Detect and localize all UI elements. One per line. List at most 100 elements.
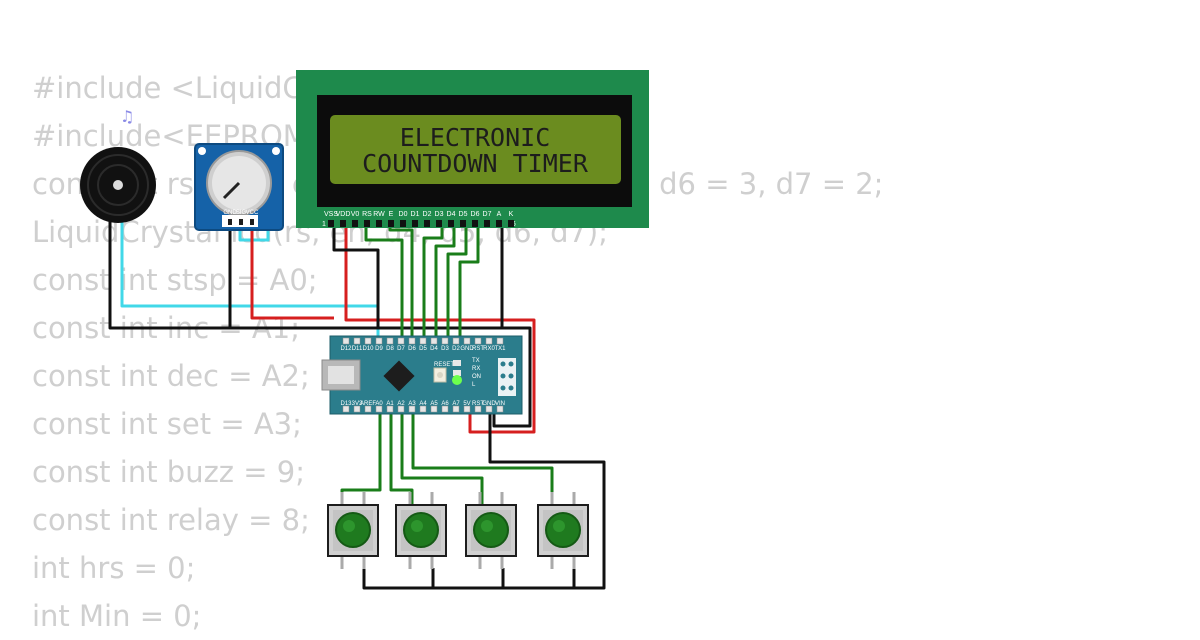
pot-pin[interactable] <box>239 219 243 225</box>
wire-button-gnd <box>362 408 606 590</box>
lcd-pin[interactable] <box>436 220 442 227</box>
arduino-pin-label: D7 <box>397 346 405 352</box>
lcd-pin[interactable] <box>328 220 334 227</box>
arduino-nano[interactable]: RESET <box>321 335 523 415</box>
led-label: L <box>472 382 476 388</box>
wire-lcd-d6 <box>446 218 468 338</box>
lcd-pin[interactable] <box>508 220 514 227</box>
arduino-pin[interactable] <box>485 405 493 413</box>
arduino-pin[interactable] <box>441 405 449 413</box>
lcd-pin-label: V0 <box>351 211 360 218</box>
arduino-pin-label: A7 <box>452 401 460 407</box>
arduino-pin-label: D3 <box>441 346 449 352</box>
arduino-pin-label: A3 <box>408 401 416 407</box>
pot-pin[interactable] <box>228 219 232 225</box>
push-button-2[interactable] <box>395 492 447 569</box>
arduino-pin-label: A6 <box>441 401 449 407</box>
buzzer[interactable] <box>80 147 156 223</box>
arduino-pin[interactable] <box>452 405 460 413</box>
led-label: ON <box>472 374 481 380</box>
lcd-pin[interactable] <box>376 220 382 227</box>
arduino-pin[interactable] <box>496 405 504 413</box>
arduino-pin[interactable] <box>353 337 361 345</box>
arduino-pin[interactable] <box>441 337 449 345</box>
arduino-pin[interactable] <box>364 337 372 345</box>
arduino-pin[interactable] <box>353 405 361 413</box>
arduino-pin[interactable] <box>463 405 471 413</box>
arduino-pin[interactable] <box>408 405 416 413</box>
lcd-pin-label: D6 <box>471 211 480 218</box>
lcd-pin[interactable] <box>484 220 490 227</box>
arduino-pin-label: D4 <box>430 346 438 352</box>
arduino-pin[interactable] <box>397 337 405 345</box>
code-line: const int stsp = A0; <box>32 263 318 297</box>
pot-pin-label: VCC <box>246 210 259 216</box>
arduino-pin[interactable] <box>452 337 460 345</box>
lcd-pin[interactable] <box>364 220 370 227</box>
lcd-line-2: COUNTDOWN TIMER <box>362 149 589 178</box>
arduino-pin[interactable] <box>430 337 438 345</box>
lcd-pin-label: E <box>389 211 394 218</box>
arduino-pin[interactable] <box>375 337 383 345</box>
lcd-pin-label: K <box>509 211 514 218</box>
lcd-pin[interactable] <box>472 220 478 227</box>
arduino-pin[interactable] <box>430 405 438 413</box>
lcd-pin[interactable] <box>460 220 466 227</box>
arduino-pin-label: TX1 <box>494 346 506 352</box>
lcd-pin-label: D0 <box>399 211 408 218</box>
arduino-pin[interactable] <box>474 405 482 413</box>
lcd-display[interactable]: ELECTRONIC COUNTDOWN TIMER 1 16 <box>296 70 649 228</box>
push-button-4[interactable] <box>537 492 589 569</box>
arduino-pin-label: 3V3 <box>352 401 363 407</box>
arduino-pin[interactable] <box>485 337 493 345</box>
push-button-1[interactable] <box>327 492 379 569</box>
wire-a2-btn3 <box>400 408 484 505</box>
lcd-pin[interactable] <box>424 220 430 227</box>
microcontroller-chip <box>383 360 415 392</box>
arduino-pin-label: D2 <box>452 346 460 352</box>
lcd-pin[interactable] <box>412 220 418 227</box>
lcd-pin[interactable] <box>388 220 394 227</box>
arduino-pin[interactable] <box>496 337 504 345</box>
arduino-pin[interactable] <box>463 337 471 345</box>
arduino-pin[interactable] <box>342 405 350 413</box>
lcd-pin-label: D7 <box>483 211 492 218</box>
lcd-pin-label: D1 <box>411 211 420 218</box>
pot-knob-indicator <box>222 181 241 200</box>
arduino-pin-label: A0 <box>375 401 383 407</box>
arduino-pin[interactable] <box>386 405 394 413</box>
lcd-pin-label: D4 <box>447 211 456 218</box>
pot-pin[interactable] <box>250 219 254 225</box>
arduino-pin[interactable] <box>408 337 416 345</box>
push-button-3[interactable] <box>465 492 517 569</box>
arduino-pin[interactable] <box>397 405 405 413</box>
arduino-pin-label: D13 <box>340 401 352 407</box>
arduino-pin[interactable] <box>419 337 427 345</box>
arduino-pin-label: RST <box>472 401 484 407</box>
lcd-pin[interactable] <box>352 220 358 227</box>
arduino-pin-label: 5V <box>463 401 470 407</box>
arduino-pin-label: VIN <box>495 401 505 407</box>
potentiometer[interactable] <box>194 143 284 231</box>
arduino-pin-label: D8 <box>386 346 394 352</box>
lcd-pin-label: D5 <box>459 211 468 218</box>
wire-lcd-d5 <box>434 218 456 338</box>
arduino-pin[interactable] <box>375 405 383 413</box>
wire-pot-vcc <box>250 220 334 320</box>
push-buttons <box>327 492 589 569</box>
lcd-pin[interactable] <box>448 220 454 227</box>
arduino-pin[interactable] <box>364 405 372 413</box>
arduino-pin[interactable] <box>386 337 394 345</box>
lcd-pin-label: VSS <box>324 211 338 218</box>
wire-lcd-vdd <box>344 218 536 434</box>
arduino-pin-label: D9 <box>375 346 383 352</box>
arduino-pin[interactable] <box>342 337 350 345</box>
arduino-pin[interactable] <box>419 405 427 413</box>
lcd-pin[interactable] <box>340 220 346 227</box>
lcd-pin[interactable] <box>400 220 406 227</box>
arduino-pin[interactable] <box>474 337 482 345</box>
lcd-pin[interactable] <box>496 220 502 227</box>
wire-lcd-vss <box>332 218 380 328</box>
